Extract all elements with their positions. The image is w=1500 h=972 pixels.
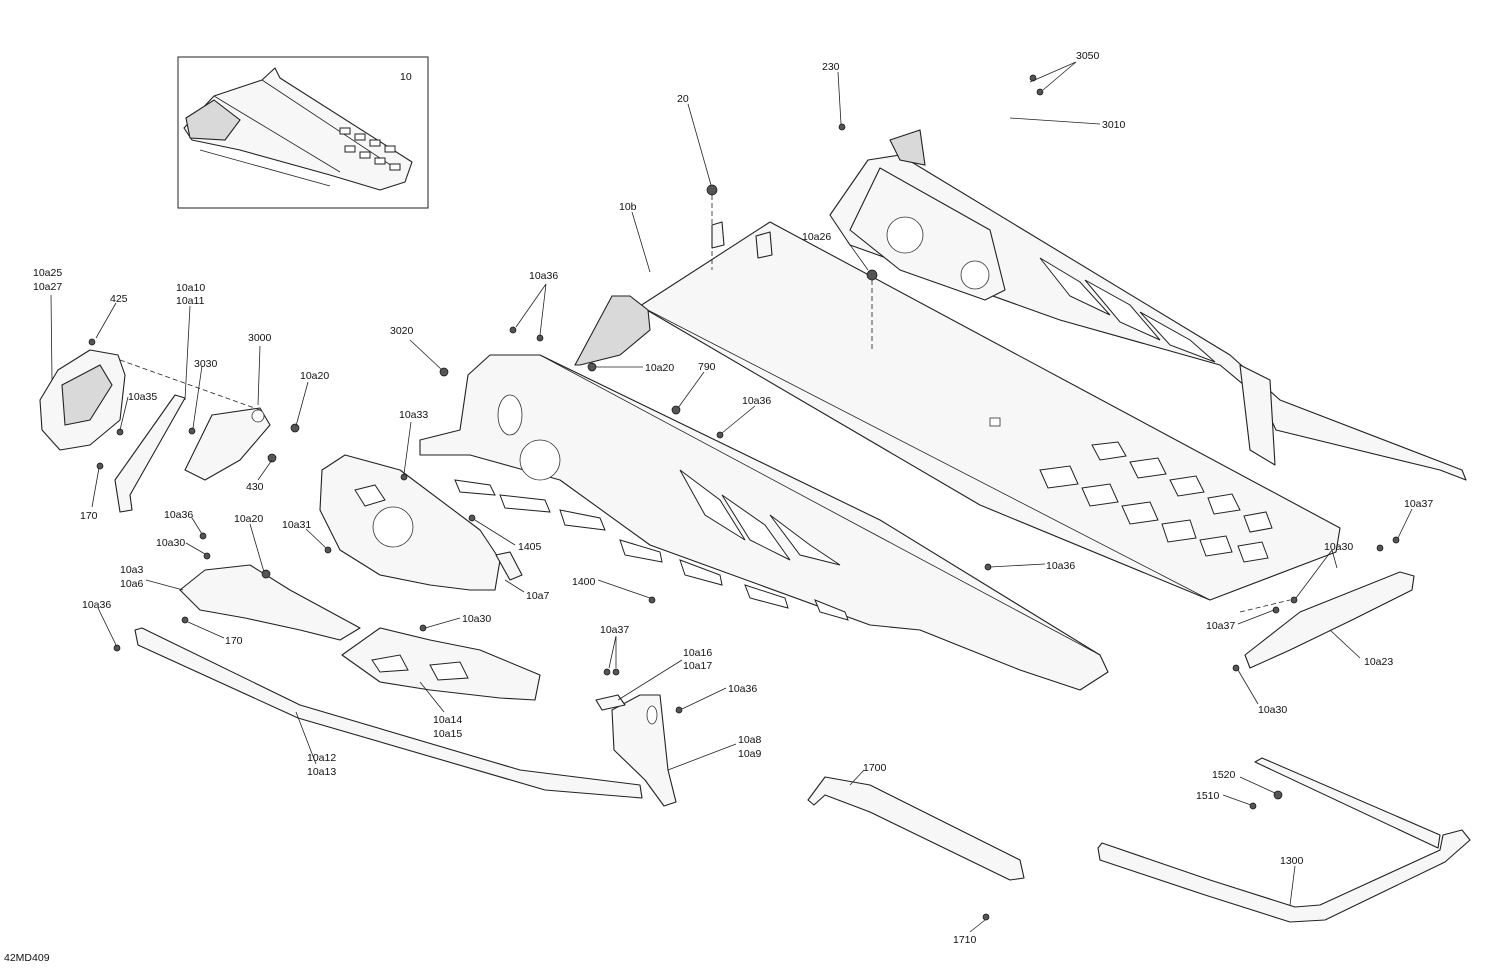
callout-10a37-b: 10a37	[1206, 620, 1235, 632]
callout-10a26: 10a26	[802, 231, 831, 243]
inset-cutouts	[339, 127, 401, 171]
runner-1300	[1097, 757, 1471, 923]
callout-10a25: 10a25	[33, 267, 62, 279]
callout-10a30-a: 10a30	[156, 537, 185, 549]
callout-1510: 1510	[1196, 790, 1220, 802]
callout-170-a: 170	[80, 510, 98, 522]
callout-10a11: 10a11	[176, 295, 205, 307]
callout-10a37-a: 10a37	[1404, 498, 1433, 510]
right-panel-slots	[1039, 257, 1216, 363]
left-rail-10a10	[114, 394, 186, 513]
callout-790: 790	[698, 361, 716, 373]
callout-10a36-d: 10a36	[1046, 560, 1075, 572]
callout-10a31: 10a31	[282, 519, 311, 531]
callout-3000: 3000	[248, 332, 272, 344]
callout-1400: 1400	[572, 576, 596, 588]
callout-10a30-d: 10a30	[1258, 704, 1287, 716]
callout-10a36-a: 10a36	[529, 270, 558, 282]
inset-label: 10	[400, 71, 412, 83]
front-rail-10a12	[134, 627, 643, 799]
inset-overview: 10	[177, 56, 429, 209]
tunnel-cutouts	[1039, 441, 1273, 563]
callout-10a36-f: 10a36	[728, 683, 757, 695]
callout-10a17: 10a17	[683, 660, 712, 672]
callout-10a35: 10a35	[128, 391, 157, 403]
callout-3050: 3050	[1076, 50, 1100, 62]
callout-1710: 1710	[953, 934, 977, 946]
inner-plate-10a33	[319, 454, 523, 591]
callout-10a15: 10a15	[433, 728, 462, 740]
callout-10a13: 10a13	[307, 766, 336, 778]
callout-1405: 1405	[518, 541, 542, 553]
callout-170-b: 170	[225, 635, 243, 647]
callout-20: 20	[677, 93, 689, 105]
callout-10a27: 10a27	[33, 281, 62, 293]
callout-10a23: 10a23	[1364, 656, 1393, 668]
bracket-10a8	[595, 694, 677, 807]
callout-10a8: 10a8	[738, 734, 762, 746]
callout-1520: 1520	[1212, 769, 1236, 781]
callout-10a9: 10a9	[738, 748, 762, 760]
callout-10a20-b: 10a20	[300, 370, 329, 382]
callout-1700: 1700	[863, 762, 887, 774]
lower-bracket-10a14	[341, 627, 541, 701]
front-bracket-10a3	[179, 564, 361, 641]
callout-10a36-b: 10a36	[742, 395, 771, 407]
callout-10a37-c: 10a37	[600, 624, 629, 636]
fasteners	[88, 74, 1400, 921]
callout-10a6: 10a6	[120, 578, 144, 590]
callout-10a12: 10a12	[307, 752, 336, 764]
left-panel-lower-cutouts	[454, 479, 849, 621]
callout-10a20-a: 10a20	[645, 362, 674, 374]
callout-10a20-c: 10a20	[234, 513, 263, 525]
callout-labels: 3050 230 3010 20 10b 10a26 10a25 10a27 4…	[33, 50, 1433, 946]
callout-3020: 3020	[390, 325, 414, 337]
tunnel-left-side-panel	[419, 295, 1109, 691]
callout-10a3: 10a3	[120, 564, 144, 576]
left-bracket-10a25	[39, 349, 126, 451]
diagram-code: 42MD409	[4, 952, 50, 964]
callout-3030: 3030	[194, 358, 218, 370]
callout-425: 425	[110, 293, 128, 305]
callout-10a10: 10a10	[176, 282, 205, 294]
callout-10a36-e: 10a36	[82, 599, 111, 611]
callout-430: 430	[246, 481, 264, 493]
callout-10a16: 10a16	[683, 647, 712, 659]
callout-10b: 10b	[619, 201, 637, 213]
callout-10a33: 10a33	[399, 409, 428, 421]
right-rail-10a23	[1244, 571, 1415, 669]
tunnel-right-side-panel	[829, 129, 1467, 481]
callout-10a30-b: 10a30	[1324, 541, 1353, 553]
left-panel-slots	[679, 469, 841, 566]
callout-10a30-c: 10a30	[462, 613, 491, 625]
callout-3010: 3010	[1102, 119, 1126, 131]
callout-10a7: 10a7	[526, 590, 550, 602]
bracket-3000	[184, 407, 271, 481]
leader-lines	[50, 61, 1413, 933]
runner-1700	[807, 776, 1025, 881]
callout-230: 230	[822, 61, 840, 73]
callout-10a14: 10a14	[433, 714, 462, 726]
callout-10a36-c: 10a36	[164, 509, 193, 521]
callout-1300: 1300	[1280, 855, 1304, 867]
tunnel-top-panel	[639, 221, 1341, 601]
